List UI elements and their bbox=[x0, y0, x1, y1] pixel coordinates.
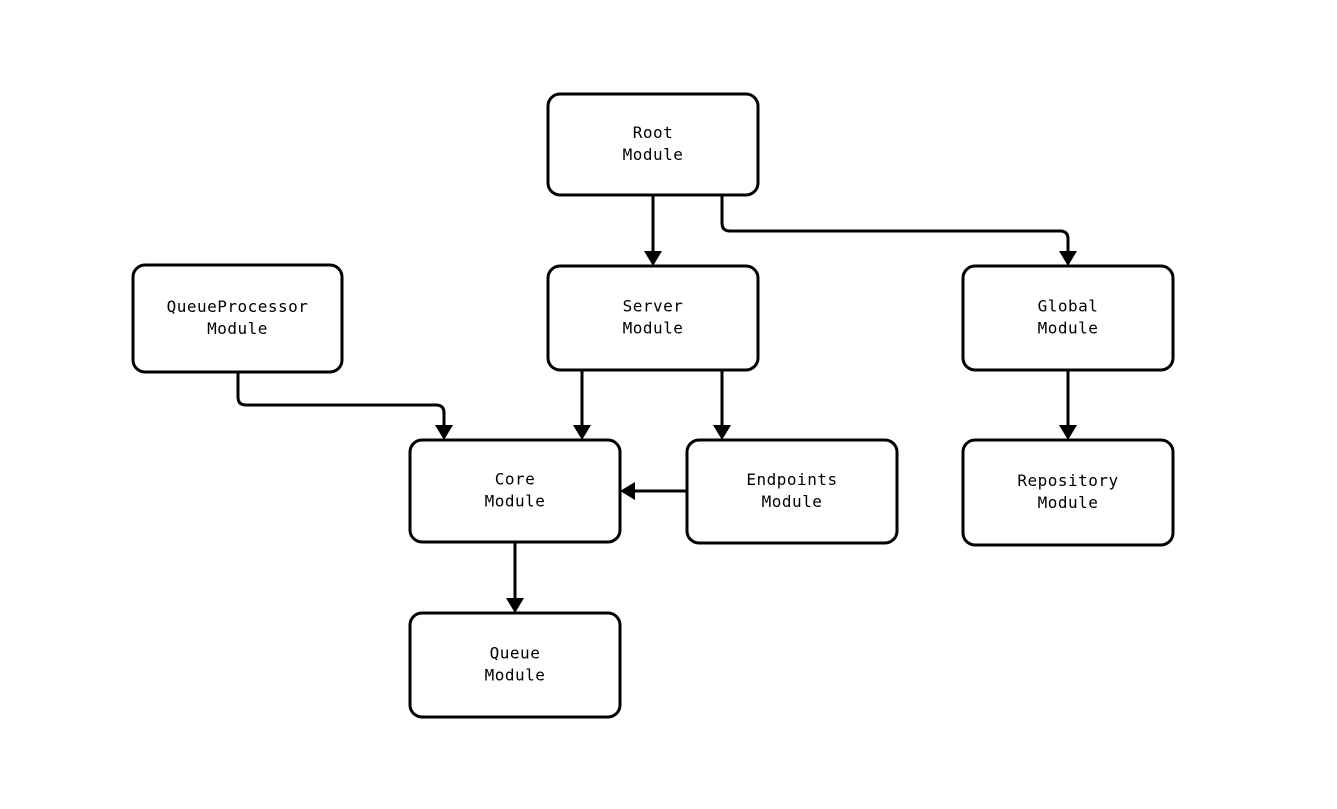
edge-root-to-server bbox=[644, 195, 662, 266]
node-box[interactable] bbox=[131, 263, 344, 374]
edge-endpoints-to-core bbox=[620, 482, 687, 500]
node-label-line1: Repository bbox=[1017, 471, 1118, 490]
arrowhead-icon bbox=[506, 598, 524, 613]
arrowhead-icon bbox=[435, 425, 453, 440]
edge-server-to-core bbox=[573, 370, 591, 440]
edges-layer bbox=[236, 195, 1077, 613]
node-label-line1: Queue bbox=[490, 644, 541, 663]
node-label-line2: Module bbox=[623, 319, 684, 338]
node-box[interactable] bbox=[546, 92, 760, 197]
arrowhead-icon bbox=[713, 425, 731, 440]
node-box[interactable] bbox=[408, 611, 622, 719]
nodes-layer: RootModuleQueueProcessorModuleServerModu… bbox=[131, 92, 1175, 719]
node-label-line1: Core bbox=[495, 470, 536, 489]
edge-queueprocessor-to-core bbox=[236, 372, 453, 440]
node-label-line1: Endpoints bbox=[746, 470, 837, 489]
node-label-line1: Root bbox=[633, 123, 674, 142]
node-label-line2: Module bbox=[623, 145, 684, 164]
arrowhead-icon bbox=[1059, 251, 1077, 266]
node-box[interactable] bbox=[685, 438, 899, 545]
node-label-line2: Module bbox=[762, 492, 823, 511]
arrowhead-icon bbox=[573, 425, 591, 440]
node-label-line2: Module bbox=[1038, 493, 1099, 512]
node-label-line2: Module bbox=[207, 319, 268, 338]
edge-global-to-repository bbox=[1059, 370, 1077, 440]
edge-server-to-endpoints bbox=[713, 370, 731, 440]
node-label-line1: Server bbox=[623, 297, 684, 316]
node-label-line1: Global bbox=[1038, 297, 1099, 316]
arrowhead-icon bbox=[1059, 425, 1077, 440]
arrowhead-icon bbox=[644, 251, 662, 266]
node-label-line2: Module bbox=[1038, 319, 1099, 338]
edge-core-to-queue bbox=[506, 542, 524, 613]
node-box[interactable] bbox=[408, 438, 622, 544]
node-label-line1: QueueProcessor bbox=[167, 297, 309, 316]
arrowhead-icon bbox=[620, 482, 635, 500]
node-box[interactable] bbox=[961, 438, 1175, 547]
edge-root-to-global bbox=[720, 195, 1077, 266]
node-box[interactable] bbox=[961, 264, 1175, 372]
node-label-line2: Module bbox=[485, 492, 546, 511]
node-box[interactable] bbox=[546, 264, 760, 372]
node-label-line2: Module bbox=[485, 666, 546, 685]
